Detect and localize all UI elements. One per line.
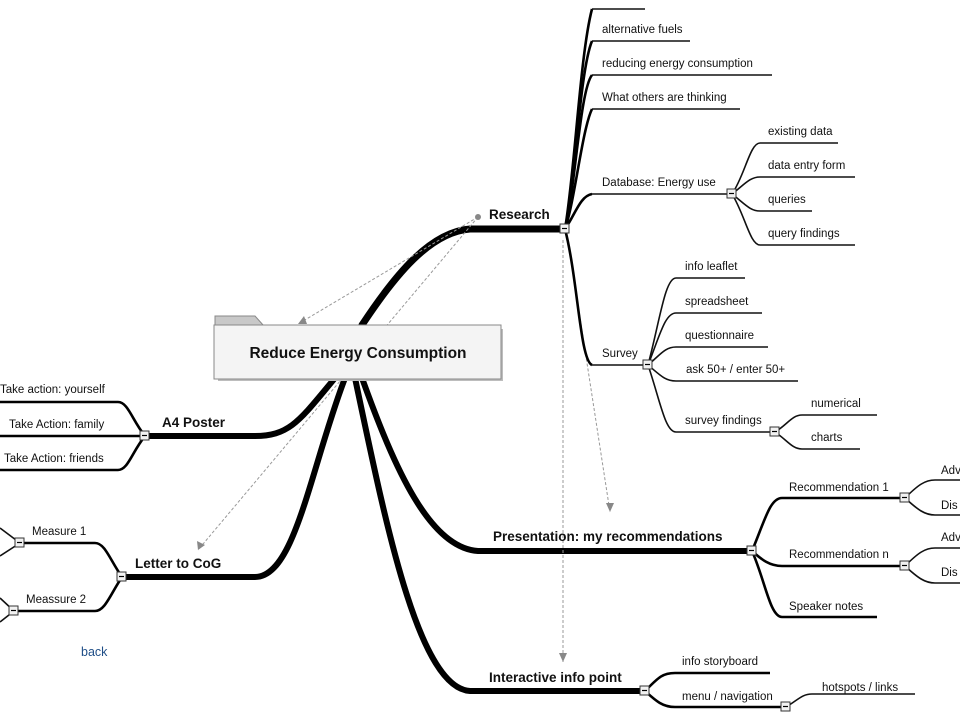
branch-research xyxy=(358,225,569,329)
info-point-label[interactable]: Interactive info point xyxy=(489,670,622,685)
collapse-toggle-database[interactable] xyxy=(726,188,737,199)
collapse-toggle-presentation[interactable] xyxy=(746,545,757,556)
collapse-toggle-info-point[interactable] xyxy=(639,685,650,696)
database-item-query-findings[interactable]: query findings xyxy=(768,228,840,240)
findings-item-charts[interactable]: charts xyxy=(811,432,843,444)
recommendation-n-label[interactable]: Recommendation n xyxy=(789,549,889,561)
poster-item-family[interactable]: Take Action: family xyxy=(9,419,104,431)
research-label[interactable]: Research xyxy=(489,207,550,222)
database-item-queries[interactable]: queries xyxy=(768,194,806,206)
root-label: Reduce Energy Consumption xyxy=(249,345,466,362)
poster-label[interactable]: A4 Poster xyxy=(162,415,226,430)
rec1-item-adv[interactable]: Adv xyxy=(941,465,960,477)
research-item-alternative-fuels[interactable]: alternative fuels xyxy=(602,24,683,36)
survey-item-info-leaflet[interactable]: info leaflet xyxy=(685,261,738,273)
collapse-toggle-menu-navigation[interactable] xyxy=(780,701,791,712)
back-link[interactable]: back xyxy=(81,645,108,659)
collapse-toggle-survey-findings[interactable] xyxy=(769,426,780,437)
presentation-label[interactable]: Presentation: my recommendations xyxy=(493,529,723,544)
database-label[interactable]: Database: Energy use xyxy=(602,177,716,189)
letter-label[interactable]: Letter to CoG xyxy=(135,556,221,571)
poster-item-friends[interactable]: Take Action: friends xyxy=(4,453,104,465)
info-point-item-storyboard[interactable]: info storyboard xyxy=(682,656,758,668)
branch-letter xyxy=(119,375,348,580)
rec1-item-dis[interactable]: Dis xyxy=(941,500,958,512)
findings-item-numerical[interactable]: numerical xyxy=(811,398,861,410)
research-item-others-thinking[interactable]: What others are thinking xyxy=(602,92,727,104)
database-item-existing-data[interactable]: existing data xyxy=(768,126,833,138)
collapse-toggle-recommendation-1[interactable] xyxy=(899,492,910,503)
branch-poster xyxy=(142,375,338,439)
root-node[interactable]: Reduce Energy Consumption xyxy=(213,315,503,381)
letter-item-measure-2[interactable]: Meassure 2 xyxy=(26,594,86,606)
speaker-notes-label[interactable]: Speaker notes xyxy=(789,601,863,613)
collapse-toggle-survey[interactable] xyxy=(642,359,653,370)
collapse-toggle-measure-1[interactable] xyxy=(14,537,25,548)
survey-findings-label[interactable]: survey findings xyxy=(685,415,762,427)
branch-presentation xyxy=(359,375,755,554)
letter-item-measure-1[interactable]: Measure 1 xyxy=(32,526,86,538)
branch-info-point xyxy=(352,375,648,694)
research-item-reducing-energy[interactable]: reducing energy consumption xyxy=(602,58,753,70)
survey-item-spreadsheet[interactable]: spreadsheet xyxy=(685,296,749,308)
recn-item-adv[interactable]: Adv xyxy=(941,532,960,544)
collapse-toggle-measure-2[interactable] xyxy=(8,605,19,616)
collapse-toggle-research[interactable] xyxy=(559,223,570,234)
survey-label[interactable]: Survey xyxy=(602,348,638,360)
collapse-toggle-letter[interactable] xyxy=(116,571,127,582)
survey-item-questionnaire[interactable]: questionnaire xyxy=(685,330,754,342)
collapse-toggle-recommendation-n[interactable] xyxy=(899,560,910,571)
recommendation-1-label[interactable]: Recommendation 1 xyxy=(789,482,889,494)
info-point-item-menu[interactable]: menu / navigation xyxy=(682,691,773,703)
survey-item-ask-50[interactable]: ask 50+ / enter 50+ xyxy=(686,364,785,376)
menu-item-hotspots[interactable]: hotspots / links xyxy=(822,682,898,694)
database-item-data-entry-form[interactable]: data entry form xyxy=(768,160,845,172)
poster-item-yourself[interactable]: Take action: yourself xyxy=(0,384,106,396)
collapse-toggle-poster[interactable] xyxy=(139,430,150,441)
recn-item-dis[interactable]: Dis xyxy=(941,567,958,579)
